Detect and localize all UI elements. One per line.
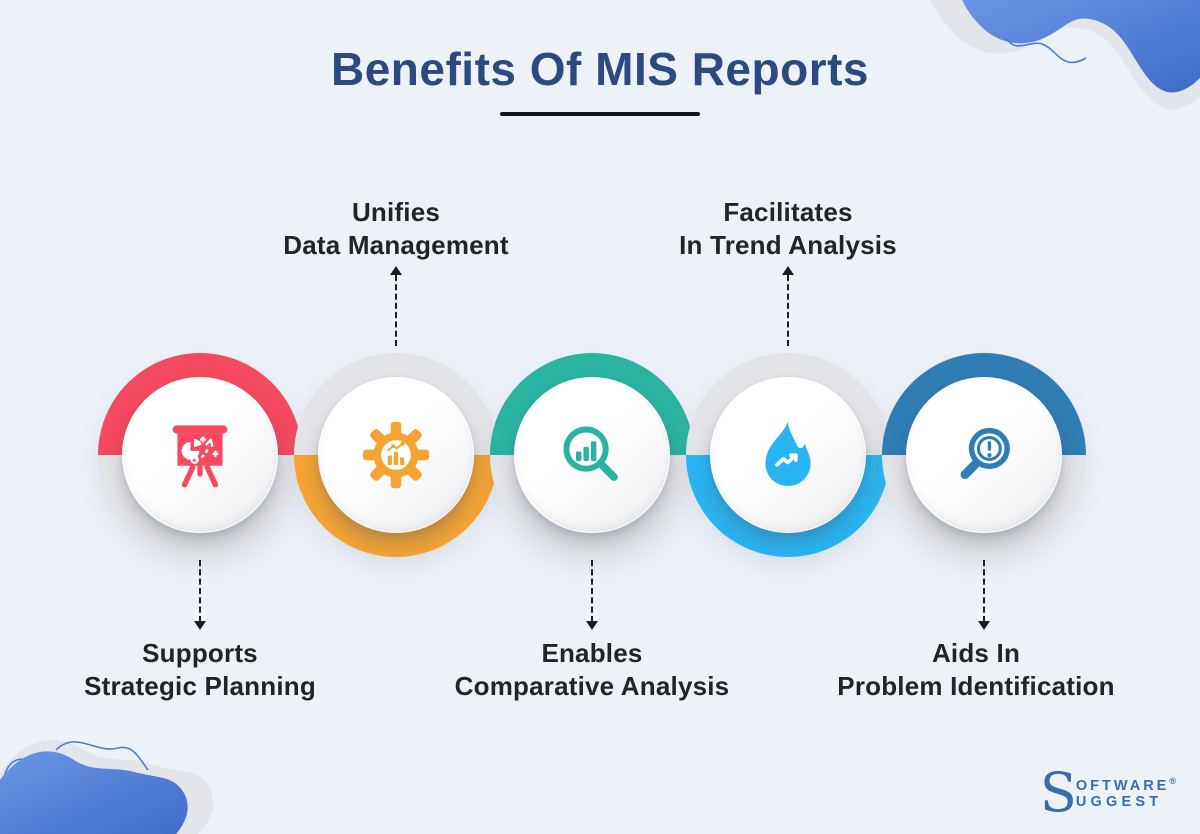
benefit-ring bbox=[294, 353, 498, 557]
magnifier-alert-icon bbox=[960, 427, 1010, 480]
strategy-board-icon bbox=[172, 425, 228, 488]
benefit-enables-comparative-analysis: Enables Comparative Analysis bbox=[455, 353, 729, 701]
registered-mark: ® bbox=[1169, 775, 1176, 786]
connector-dashed-line bbox=[982, 560, 985, 622]
logo-line-software: OFTWARE® bbox=[1075, 775, 1176, 794]
connector-arrowhead bbox=[586, 621, 598, 630]
softwaresuggest-logo: S OFTWARE® UGGEST bbox=[1039, 761, 1176, 824]
page-title: Benefits Of MIS Reports bbox=[330, 43, 869, 95]
benefit-ring bbox=[686, 353, 890, 557]
logo-line-suggest: UGGEST bbox=[1075, 794, 1163, 811]
corner-wave-top-right bbox=[930, 0, 1200, 110]
benefit-label: Facilitates In Trend Analysis bbox=[679, 197, 897, 260]
connector-arrowhead bbox=[194, 621, 206, 630]
connector-dashed-line bbox=[786, 275, 789, 346]
benefit-disc bbox=[318, 377, 474, 533]
benefit-label: Unifies Data Management bbox=[283, 197, 509, 260]
connector-dashed-line bbox=[394, 275, 397, 346]
connector-dashed-line bbox=[590, 560, 593, 622]
connector-arrowhead bbox=[390, 266, 402, 275]
benefit-disc bbox=[906, 377, 1062, 533]
corner-wave-bottom-left bbox=[0, 740, 214, 834]
header: Benefits Of MIS Reports bbox=[0, 46, 1200, 116]
title-underline bbox=[500, 112, 700, 116]
benefit-disc bbox=[710, 377, 866, 533]
connector-arrowhead bbox=[978, 621, 990, 630]
magnifier-chart-icon bbox=[563, 426, 618, 481]
logo-letter-s: S bbox=[1039, 761, 1077, 824]
benefit-label: Supports Strategic Planning bbox=[84, 638, 316, 701]
benefit-unifies-data-management: Unifies Data Management bbox=[283, 197, 509, 557]
benefit-facilitates-trend-analysis: Facilitates In Trend Analysis bbox=[679, 197, 897, 557]
flame-trend-icon bbox=[765, 421, 811, 486]
gear-chart-icon bbox=[362, 421, 430, 489]
benefit-ring bbox=[98, 353, 302, 557]
benefit-label: Aids In Problem Identification bbox=[837, 638, 1115, 701]
benefit-supports-strategic-planning: Supports Strategic Planning bbox=[84, 353, 316, 701]
benefit-ring bbox=[490, 353, 694, 557]
benefit-disc bbox=[122, 377, 278, 533]
connector-arrowhead bbox=[782, 266, 794, 275]
benefit-disc bbox=[514, 377, 670, 533]
benefit-ring bbox=[882, 353, 1086, 557]
connector-dashed-line bbox=[198, 560, 201, 622]
benefit-label: Enables Comparative Analysis bbox=[454, 638, 730, 701]
benefit-aids-problem-identification: Aids In Problem Identification bbox=[837, 353, 1115, 701]
